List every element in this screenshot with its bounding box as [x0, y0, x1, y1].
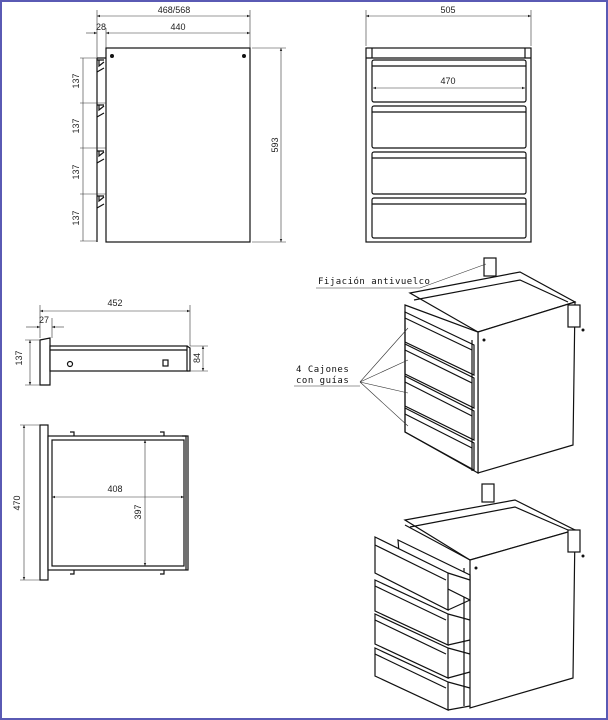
dim-drawer-length: 452 — [107, 298, 122, 308]
dim-side-depth: 28 — [96, 22, 106, 32]
label-drawers-line2: con guías — [296, 376, 349, 386]
dim-panel-width: 440 — [170, 22, 185, 32]
dim-drawer-width: 470 — [440, 76, 455, 86]
isometric-closed — [404, 257, 585, 475]
dim-drawer-1: 137 — [71, 73, 81, 88]
dim-height: 593 — [270, 137, 280, 152]
dim-inner-depth: 397 — [133, 504, 143, 519]
dim-drawer-side-height: 84 — [192, 353, 202, 363]
dim-inner-width: 408 — [107, 484, 122, 494]
dim-drawer-3: 137 — [71, 164, 81, 179]
dim-width: 505 — [440, 5, 455, 15]
dim-drawer-offset: 27 — [39, 315, 49, 325]
label-anti-tip: Fijación antivuelco — [318, 276, 430, 287]
dim-drawer-front-height: 137 — [14, 350, 24, 365]
dim-drawer-depth: 470 — [12, 495, 22, 510]
dim-drawer-2: 137 — [71, 118, 81, 133]
annotation-anti-tip: Fijación antivuelco — [316, 263, 487, 289]
side-panel — [105, 47, 251, 243]
dim-drawer-4: 137 — [71, 210, 81, 225]
dim-overall-width: 468/568 — [158, 5, 191, 15]
drawer-top-view: 470 408 397 — [12, 424, 189, 581]
front-elevation: 505 470 — [365, 5, 532, 243]
annotation-drawers: 4 Cajones con guías — [294, 327, 409, 427]
isometric-open — [374, 483, 585, 711]
label-drawers-line1: 4 Cajones — [296, 365, 349, 375]
drawer-side-view: 452 27 137 84 — [14, 298, 208, 386]
front-view: 468/568 28 440 593 137 137 137 137 — [71, 5, 286, 243]
